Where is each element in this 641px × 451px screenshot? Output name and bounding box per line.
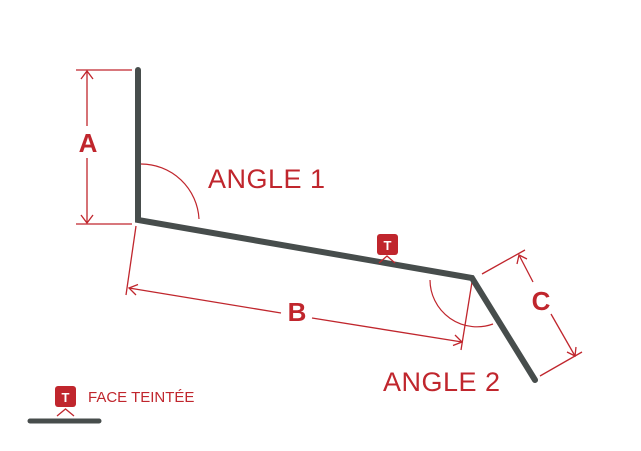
tinted-face-badge-icon: T: [377, 234, 398, 264]
angle-1-arc: [140, 163, 200, 220]
dimension-b-arrow-left: [127, 283, 139, 296]
dimension-a: [76, 69, 132, 225]
dimension-c-arrow-bottom: [566, 346, 577, 357]
legend-badge-box: [55, 386, 76, 407]
dimension-c-extension-top: [481, 249, 526, 275]
angle-2-arc: [429, 279, 494, 328]
dimension-c-line-upper: [518, 254, 534, 283]
tinted-face-badge-box: [377, 234, 398, 255]
dimension-b-extension-right: [460, 281, 473, 351]
dimension-a-arrow-bottom: [80, 214, 94, 225]
tinted-face-badge-pointer: [378, 255, 396, 264]
dimension-a-label: A: [79, 128, 98, 158]
dimension-a-arrow-top: [80, 69, 94, 80]
dimension-b-line-left: [128, 287, 282, 314]
legend-badge-pointer: [56, 408, 75, 417]
dimension-c-arrow-top: [516, 254, 528, 265]
dimension-c-label: C: [532, 286, 551, 316]
dimension-b-extension-left: [125, 225, 137, 296]
dimension-c-extension-bottom: [539, 351, 583, 377]
tinted-face-badge-letter: T: [384, 238, 392, 253]
dimension-b-arrow-right: [452, 334, 464, 347]
dimension-c-line-lower: [550, 313, 576, 357]
dimension-c: [481, 249, 583, 377]
sheet-profile: [135, 67, 538, 383]
legend: T FACE TEINTÉE: [27, 386, 194, 424]
dimension-b: [125, 225, 473, 351]
legend-badge-letter: T: [62, 390, 70, 405]
angle-2-label: ANGLE 2: [383, 367, 501, 397]
dimension-b-label: B: [288, 297, 307, 327]
legend-label: FACE TEINTÉE: [88, 389, 194, 406]
angle-1-label: ANGLE 1: [208, 164, 326, 194]
dimension-b-line-right: [311, 317, 463, 343]
